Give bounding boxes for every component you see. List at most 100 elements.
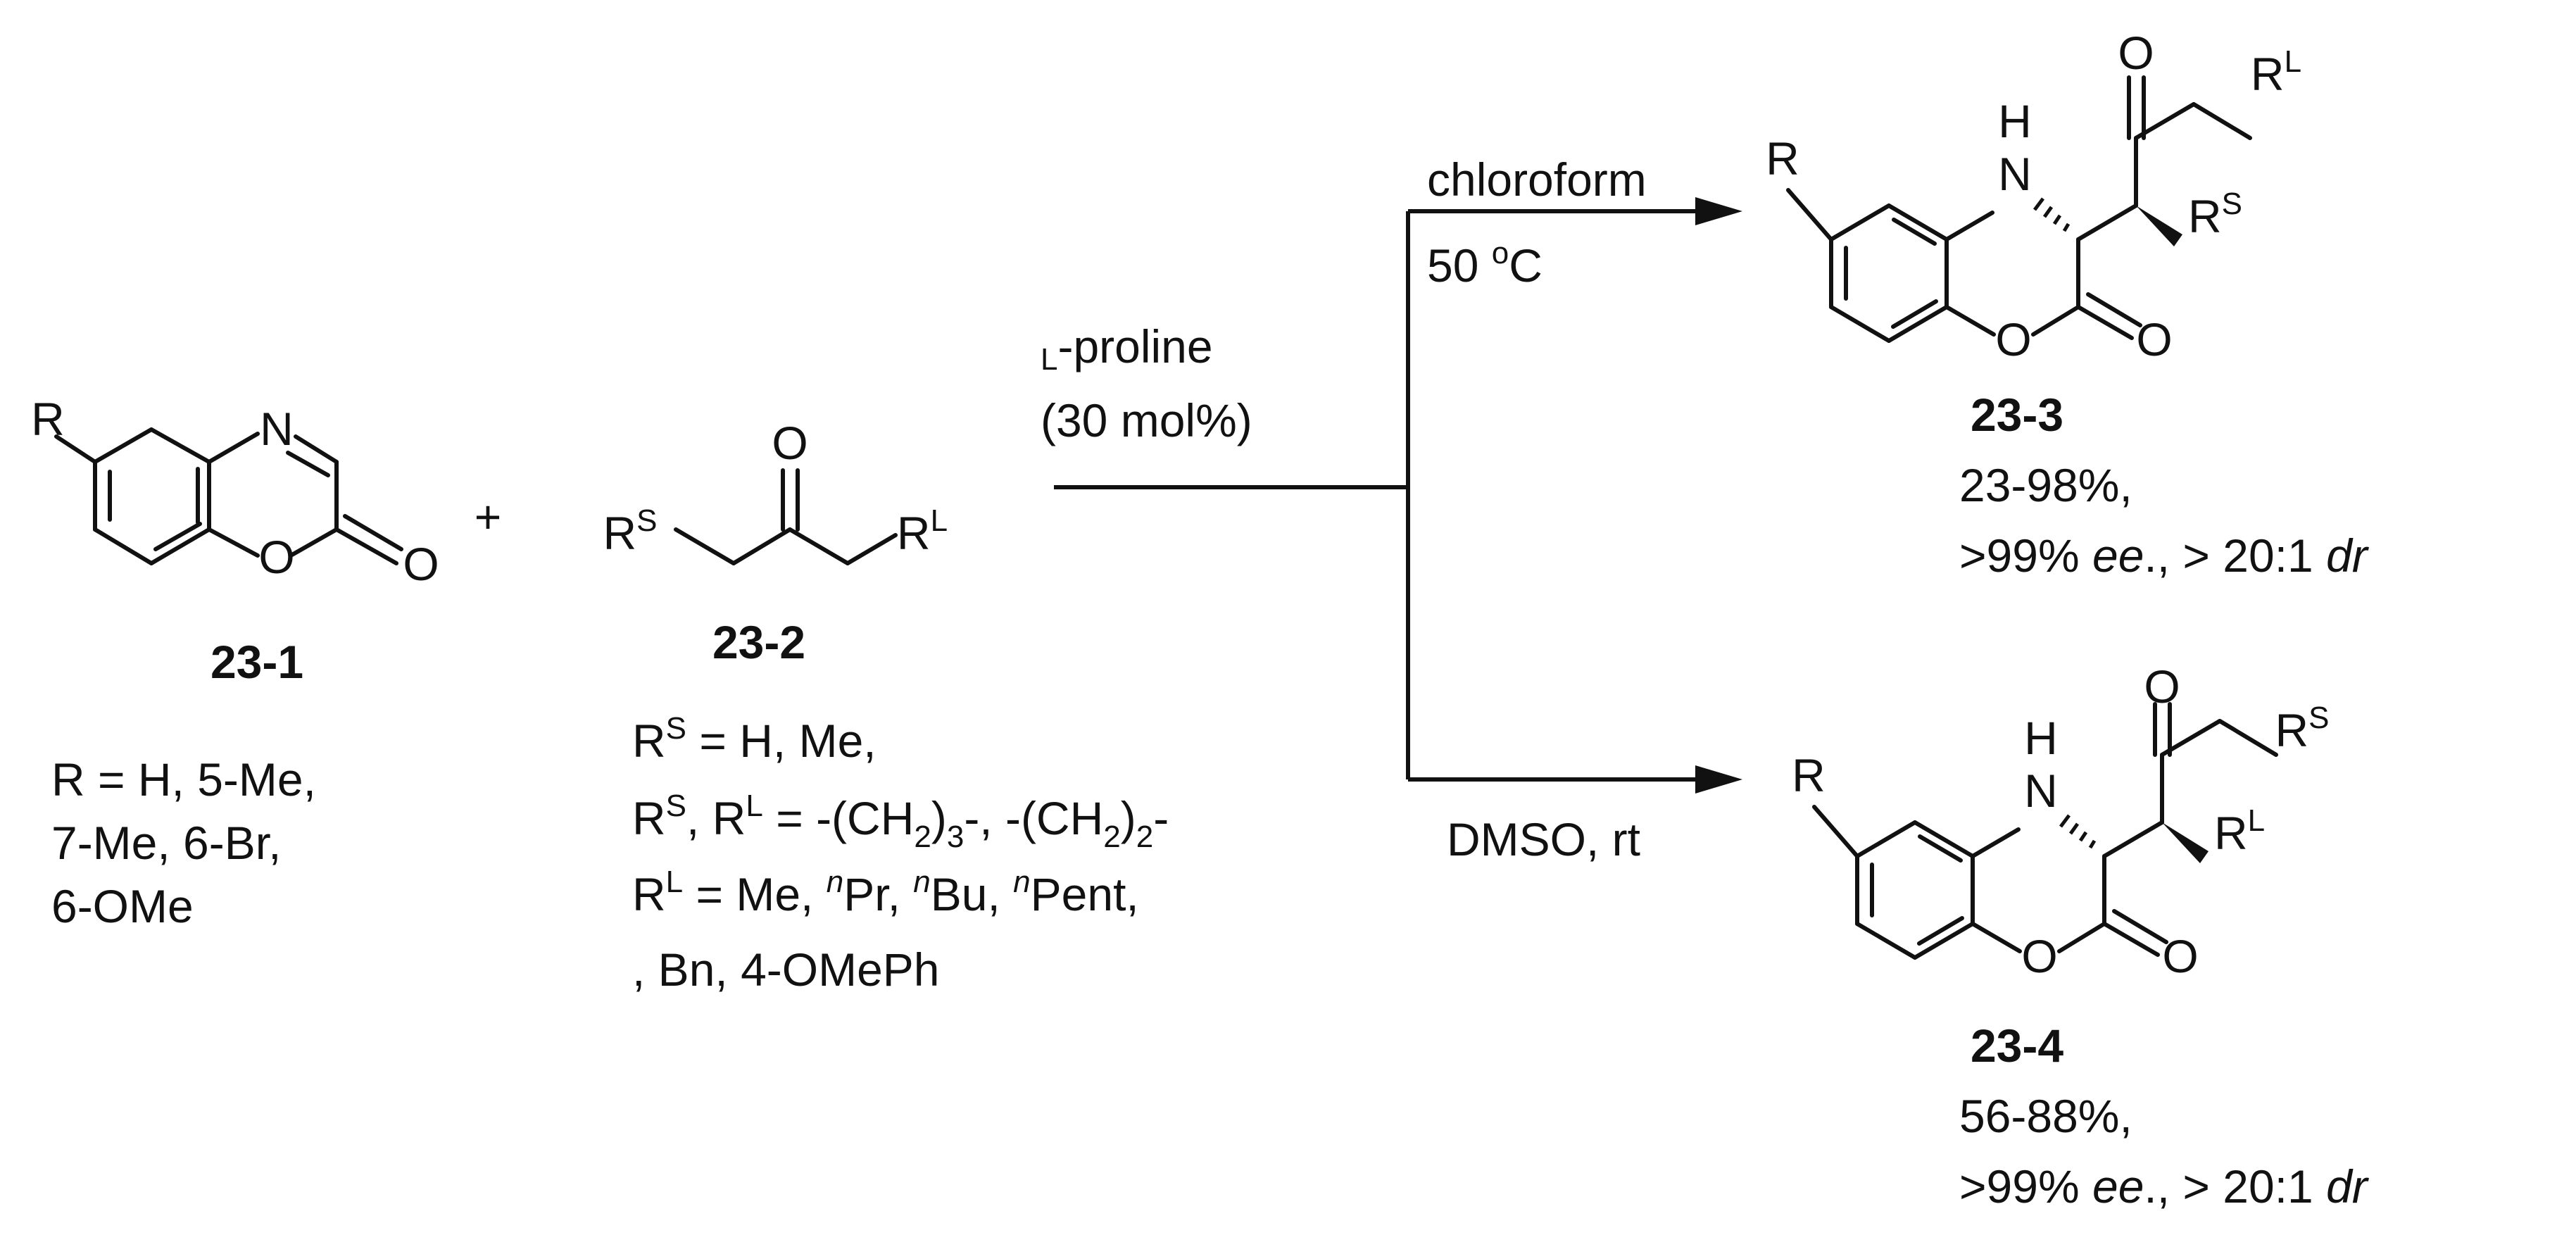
rs-def-values: = H, Me, bbox=[686, 715, 877, 767]
sel-p1: >99% bbox=[1959, 529, 2092, 582]
atom-n: N bbox=[1998, 148, 2032, 200]
sel-p1: >99% bbox=[1959, 1160, 2092, 1212]
atom-r: R bbox=[1792, 749, 1826, 801]
atom-o-ketone: O bbox=[772, 417, 808, 469]
stereo-hash-n-2 bbox=[2059, 814, 2097, 849]
group-rs-r: R bbox=[603, 507, 636, 559]
atom-n: N bbox=[2024, 765, 2058, 817]
sel-ee: ee bbox=[2092, 1160, 2144, 1212]
rs-s: S bbox=[2308, 701, 2329, 735]
l2-p4: ) bbox=[1121, 792, 1136, 844]
rs-definition: RS = H, Me, bbox=[632, 711, 877, 767]
catalyst-proline: -proline bbox=[1057, 320, 1212, 372]
l2-p3: -, -(CH bbox=[964, 792, 1103, 844]
top-solvent: chloroform bbox=[1427, 153, 1647, 206]
l3-n1: n bbox=[827, 865, 843, 899]
rl-l: L bbox=[2248, 803, 2265, 838]
arrowhead-bottom bbox=[1695, 765, 1742, 794]
rs-rl-definition: RS, RL = -(CH2)3-, -(CH2)2- bbox=[632, 789, 1169, 854]
rs-r: R bbox=[2188, 190, 2222, 242]
l2-mid: , R bbox=[686, 792, 746, 844]
sel-dr: dr bbox=[2326, 1160, 2370, 1212]
catalyst-loading: (30 mol%) bbox=[1041, 394, 1252, 446]
selectivity-23-3: >99% ee., > 20:1 dr bbox=[1959, 529, 2370, 582]
branching-arrow bbox=[1054, 197, 1742, 794]
substituent-line-2: 7-Me, 6-Br, bbox=[51, 817, 281, 869]
group-rl: RL bbox=[2251, 44, 2301, 100]
l2-p5: - bbox=[1153, 792, 1169, 844]
rl-definition-cont: , Bn, 4-OMePh bbox=[632, 943, 940, 996]
group-rl-r: R bbox=[897, 507, 931, 559]
atom-o-ketone: O bbox=[2144, 660, 2180, 713]
l3-p1: = Me, bbox=[683, 868, 827, 920]
l3-l: L bbox=[666, 865, 683, 899]
yield-23-4: 56-88%, bbox=[1959, 1090, 2132, 1142]
product-23-3: H N O O O R RL RS 23-3 23-98%, >99% ee.,… bbox=[1766, 27, 2370, 582]
l2-r1: R bbox=[632, 792, 666, 844]
sel-p2: ., > 20:1 bbox=[2144, 1160, 2326, 1212]
l2-s: S bbox=[666, 789, 686, 823]
rs-def-s: S bbox=[666, 711, 686, 746]
sel-p2: ., > 20:1 bbox=[2144, 529, 2326, 582]
l2-n1: 2 bbox=[914, 820, 931, 854]
temp-degree: o bbox=[1492, 236, 1509, 270]
benzoxazinone-bonds bbox=[54, 427, 403, 565]
rs-r: R bbox=[2275, 704, 2308, 756]
atom-o-ketone: O bbox=[2118, 27, 2154, 79]
group-rs-label: RS bbox=[603, 503, 657, 559]
rl-definition: RL = Me, nPr, nBu, nPent, bbox=[632, 865, 1139, 920]
compound-label-23-1: 23-1 bbox=[211, 636, 303, 688]
group-rl: RL bbox=[2214, 803, 2265, 859]
atom-r: R bbox=[1766, 132, 1799, 184]
rl-r: R bbox=[2251, 48, 2285, 100]
stereo-wedge-rs bbox=[2136, 206, 2182, 246]
stereo-hash-n bbox=[2033, 197, 2071, 232]
product-23-4: H N O O O R RS RL 23-4 56-88%, >99% ee.,… bbox=[1792, 660, 2370, 1212]
l2-p2: ) bbox=[931, 792, 947, 844]
l2-n3: 2 bbox=[1103, 820, 1120, 854]
temp-unit: C bbox=[1509, 239, 1543, 291]
l2-p1: = -(CH bbox=[763, 792, 915, 844]
reactant-23-1: N O O R 23-1 R = H, 5-Me, 7-Me, 6-Br, 6-… bbox=[31, 393, 439, 932]
group-rs-s: S bbox=[636, 503, 657, 538]
temp-value: 50 bbox=[1427, 239, 1492, 291]
compound-label-23-3: 23-3 bbox=[1971, 389, 2063, 441]
group-rs: RS bbox=[2275, 701, 2329, 756]
group-rl-l: L bbox=[931, 503, 948, 538]
atom-o-carbonyl: O bbox=[403, 538, 439, 590]
ketone-bonds bbox=[674, 468, 898, 565]
catalyst-name: L-proline bbox=[1041, 320, 1213, 377]
compound-label-23-4: 23-4 bbox=[1971, 1020, 2063, 1072]
product-23-4-bonds bbox=[1812, 702, 2278, 960]
top-temperature: 50 oC bbox=[1427, 236, 1543, 291]
reactant-23-2: O RS RL 23-2 RS = H, Me, RS, RL = -(CH2)… bbox=[603, 417, 1169, 996]
l2-l: L bbox=[746, 789, 762, 823]
l3-pr: Pr, bbox=[843, 868, 913, 920]
stereo-wedge-rl bbox=[2162, 822, 2209, 863]
rs-s: S bbox=[2222, 187, 2242, 221]
atom-n: N bbox=[260, 403, 294, 455]
group-rs: RS bbox=[2188, 187, 2242, 242]
atom-o-lactone: O bbox=[2136, 313, 2172, 365]
atom-o-lactone: O bbox=[2162, 930, 2198, 982]
plus-sign: + bbox=[475, 491, 502, 543]
yield-23-3: 23-98%, bbox=[1959, 459, 2132, 511]
arrowhead-top bbox=[1695, 197, 1742, 225]
l3-r: R bbox=[632, 868, 666, 920]
l3-pent: Pent, bbox=[1031, 868, 1139, 920]
sel-ee: ee bbox=[2092, 529, 2144, 582]
substituent-line-1: R = H, 5-Me, bbox=[51, 753, 316, 805]
atom-r: R bbox=[31, 393, 65, 445]
sel-dr: dr bbox=[2326, 529, 2370, 582]
selectivity-23-4: >99% ee., > 20:1 dr bbox=[1959, 1160, 2370, 1212]
atom-o-ring: O bbox=[1995, 313, 2031, 365]
l3-n3: n bbox=[1013, 865, 1030, 899]
atom-h: H bbox=[2024, 712, 2058, 764]
group-rl-label: RL bbox=[897, 503, 948, 559]
substituent-line-3: 6-OMe bbox=[51, 880, 194, 932]
atom-h: H bbox=[1998, 95, 2032, 147]
catalyst-l-prefix: L bbox=[1041, 342, 1057, 377]
l3-bu: Bu, bbox=[931, 868, 1013, 920]
